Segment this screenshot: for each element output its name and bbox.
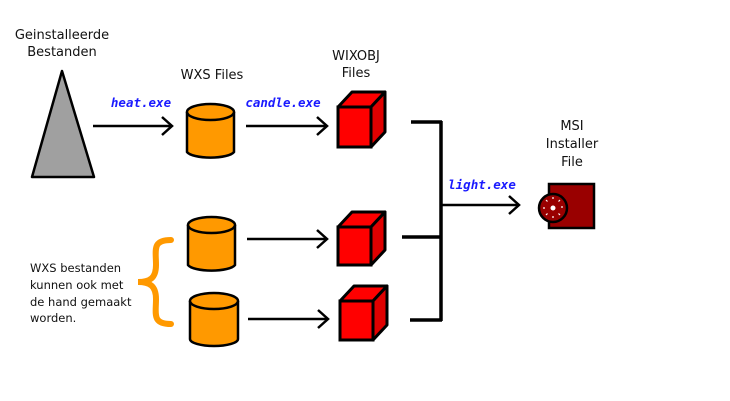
heat-arrow [93,116,174,136]
installed-files-triangle-icon [30,69,96,179]
curly-brace-icon [137,237,174,327]
handmade-note-line1: WXS bestanden [30,261,121,275]
candle-arrow-3 [248,309,330,329]
handmade-note-line2: kunnen ook met [30,278,124,292]
installed-files-label-line1: Geinstalleerde [15,28,109,43]
merge-bracket [402,120,443,322]
candle-exe-label: candle.exe [245,95,321,110]
wixobj-cube-icon [336,210,387,267]
light-exe-label: light.exe [448,177,516,192]
wixobj-files-label-line2: Files [342,66,371,81]
handmade-note-line4: worden. [30,311,76,325]
wixobj-cube-icon [338,284,389,342]
wxs-file-cylinder-icon [188,291,240,348]
installed-files-label-line2: Bestanden [27,45,96,60]
light-arrow [441,195,521,215]
heat-exe-label: heat.exe [111,95,172,110]
msi-label-line2: Installer [546,137,599,152]
handmade-note-line3: de hand gemaakt [30,295,132,309]
msi-label-line1: MSI [560,119,583,134]
candle-arrow-1 [246,116,329,136]
candle-arrow-2 [247,229,329,249]
wixobj-cube-icon [336,90,387,149]
msi-installer-icon [537,182,596,230]
wixobj-files-label-line1: WIXOBJ [332,49,380,64]
msi-label-line3: File [561,155,583,170]
wxs-file-cylinder-icon [185,102,236,159]
wxs-file-cylinder-icon [186,215,237,272]
wxs-files-label: WXS Files [181,68,244,83]
